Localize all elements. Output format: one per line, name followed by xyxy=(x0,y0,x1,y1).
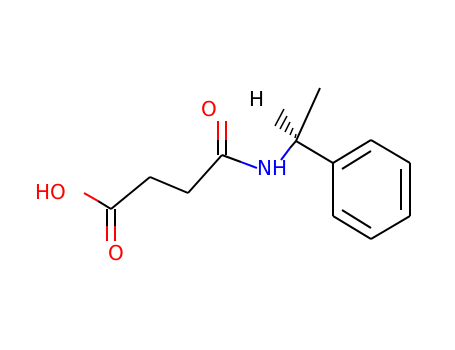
bond-chiral-phenyl xyxy=(295,140,334,164)
stereo-hydrogen-label: H xyxy=(249,87,264,111)
hash-2 xyxy=(289,127,294,136)
hashed-stereo-bond xyxy=(274,108,297,139)
bond-c2-c3 xyxy=(149,176,189,194)
acid-oxygen-label: O xyxy=(108,241,124,265)
hash-5 xyxy=(274,108,285,127)
hash-4 xyxy=(279,115,288,130)
bond-ring-inner-1 xyxy=(341,150,372,170)
atom-label-layer: HO O O NH H xyxy=(35,87,287,265)
bond-ring-1 xyxy=(332,139,372,164)
bond-acid-c-oh-black xyxy=(97,200,112,210)
bond-n-chiral-blue xyxy=(280,147,291,161)
bond-ring-5 xyxy=(332,215,372,240)
bond-ring-4 xyxy=(370,215,411,240)
hydroxyl-label: HO xyxy=(35,180,66,204)
bond-acid-c-oh-red xyxy=(83,192,99,202)
bond-layer xyxy=(83,87,411,241)
bond-c3-c4 xyxy=(187,154,223,194)
bond-ring-2 xyxy=(370,139,411,164)
amide-nitrogen-label: NH xyxy=(257,156,287,180)
bond-n-chiral-black xyxy=(289,140,297,149)
bond-c1-c2 xyxy=(110,176,151,210)
bond-chiral-methyl xyxy=(295,87,321,142)
amide-oxygen-label: O xyxy=(201,97,217,121)
bond-amide-c-n-black xyxy=(221,154,242,163)
bond-ring-inner-3 xyxy=(341,209,372,229)
bond-amide-c-n-blue xyxy=(240,161,258,169)
hash-1 xyxy=(294,133,297,139)
hash-3 xyxy=(284,121,291,133)
